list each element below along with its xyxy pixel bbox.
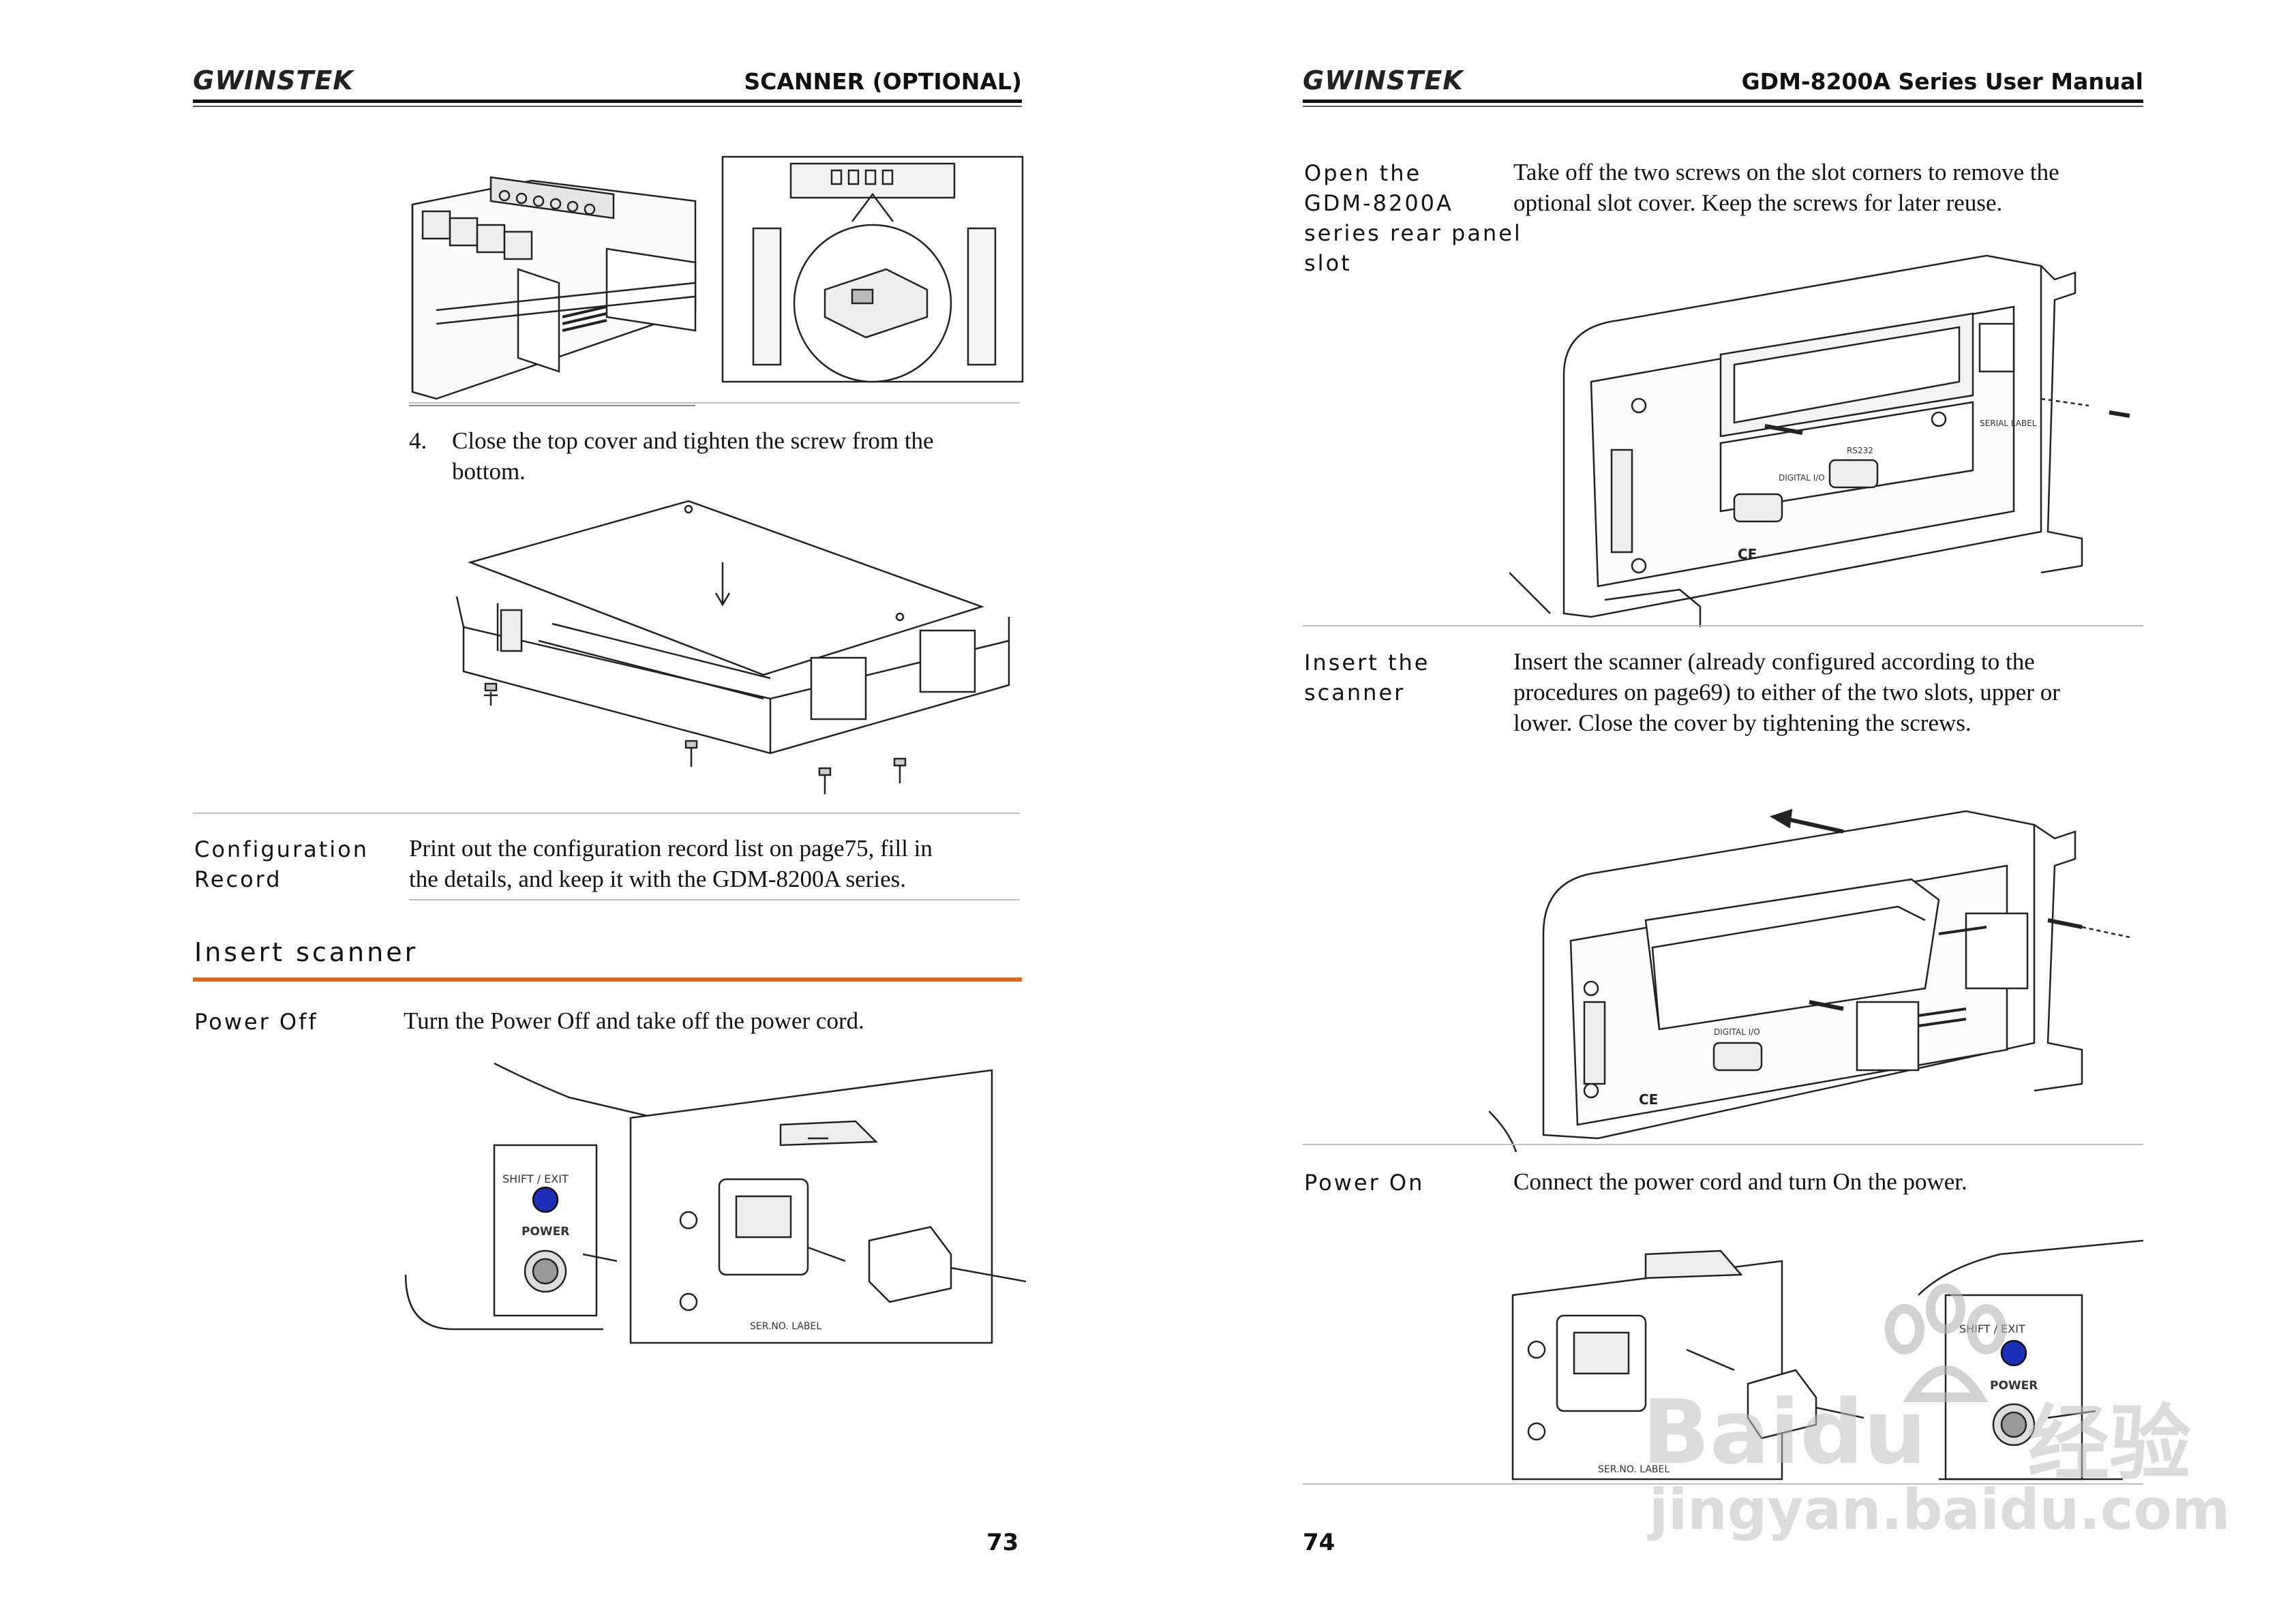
- insert-row-top-rule: [1303, 625, 2143, 626]
- shift-exit-label: SHIFT / EXIT: [502, 1172, 569, 1185]
- serial-label: SERIAL LABEL: [1980, 419, 2037, 428]
- ser-no-label-2: SER.NO. LABEL: [1598, 1464, 1670, 1475]
- brand-logo: GWINSTEK: [1303, 65, 1464, 95]
- rear-panel-slot-illustration: DIGITAL I/O RS232 SERIAL LABEL CE: [1509, 254, 2130, 627]
- page-number: 73: [986, 1529, 1019, 1556]
- scanner-card-illustration: [409, 155, 1024, 406]
- step-4-number: 4.: [409, 427, 427, 454]
- ce-mark-2: CE: [1639, 1091, 1658, 1108]
- brand-logo: GWINSTEK: [193, 65, 354, 95]
- rs232-label: RS232: [1847, 446, 1873, 455]
- ser-no-label: SER.NO. LABEL: [750, 1321, 821, 1332]
- config-record-text-line2: the details, and keep it with the GDM-82…: [409, 866, 907, 892]
- insert-scanner-text-line3: lower. Close the cover by tightening the…: [1513, 710, 1972, 736]
- power-on-row-top-rule: [1303, 1144, 2143, 1145]
- insert-scanner-label-line2: scanner: [1304, 680, 1406, 706]
- insert-scanner-text-line2: procedures on page69) to either of the t…: [1513, 679, 2060, 706]
- figure-rule: [409, 402, 1020, 404]
- power-off-text: Turn the Power Off and take off the powe…: [404, 1007, 864, 1034]
- insert-scanner-text-line1: Insert the scanner (already configured a…: [1513, 648, 2035, 675]
- header-rule: [1303, 100, 2143, 103]
- open-slot-label-line3: series rear panel: [1304, 220, 1522, 246]
- right-page: GWINSTEK GDM-8200A Series User Manual Op…: [1148, 0, 2296, 1623]
- power-on-text: Connect the power cord and turn On the p…: [1513, 1168, 1967, 1195]
- digital-io-label: DIGITAL I/O: [1779, 473, 1825, 483]
- header-rule: [193, 100, 1022, 103]
- step-4-text-line1: Close the top cover and tighten the scre…: [452, 427, 934, 454]
- open-slot-text-line2: optional slot cover. Keep the screws for…: [1513, 189, 2003, 216]
- open-slot-label-line1: Open the: [1304, 160, 1422, 186]
- ce-mark: CE: [1738, 546, 1757, 562]
- open-slot-label-line2: GDM-8200A: [1304, 190, 1453, 216]
- config-record-label-line2: Record: [194, 866, 282, 892]
- section-heading: Insert scanner: [194, 937, 419, 967]
- watermark-cn: 经验: [2027, 1397, 2191, 1491]
- open-slot-text-line1: Take off the two screws on the slot corn…: [1513, 159, 2059, 185]
- header-rule-thin: [193, 106, 1022, 107]
- watermark-url: jingyan.baidu.com: [1649, 1478, 2231, 1543]
- section-accent-rule: [193, 977, 1022, 982]
- left-page: GWINSTEK SCANNER (OPTIONAL): [193, 65, 1026, 1556]
- insert-scanner-illustration: DIGITAL I/O CE: [1489, 808, 2130, 1152]
- config-record-label-line1: Configuration: [194, 836, 369, 862]
- power-off-illustration: SHIFT / EXIT POWER SER.NO. LABEL: [404, 1062, 1026, 1344]
- config-row-bottom-rule: [409, 899, 1020, 900]
- watermark-brand: Baidu: [1642, 1380, 1927, 1484]
- step-4-text-line2: bottom.: [452, 458, 526, 485]
- config-row-top-rule: [193, 813, 1020, 814]
- open-slot-label-line4: slot: [1304, 250, 1352, 276]
- power-off-label: Power Off: [194, 1009, 318, 1035]
- running-head: SCANNER (OPTIONAL): [744, 68, 1022, 95]
- power-on-row-bottom-rule: [1303, 1483, 2143, 1485]
- running-head: GDM-8200A Series User Manual: [1741, 68, 2143, 95]
- header-rule-thin: [1303, 106, 2143, 107]
- power-panel-label: POWER: [522, 1225, 569, 1239]
- page-number: 74: [1303, 1529, 1335, 1556]
- insert-scanner-label-line1: Insert the: [1304, 650, 1430, 676]
- config-record-text-line1: Print out the configuration record list …: [409, 835, 933, 862]
- paw-watermark-icon: [1885, 1284, 2006, 1402]
- power-on-label: Power On: [1304, 1170, 1425, 1196]
- power-panel-label-2: POWER: [1990, 1379, 2038, 1393]
- top-cover-illustration: [455, 500, 1010, 794]
- digital-io-label-2: DIGITAL I/O: [1714, 1027, 1760, 1037]
